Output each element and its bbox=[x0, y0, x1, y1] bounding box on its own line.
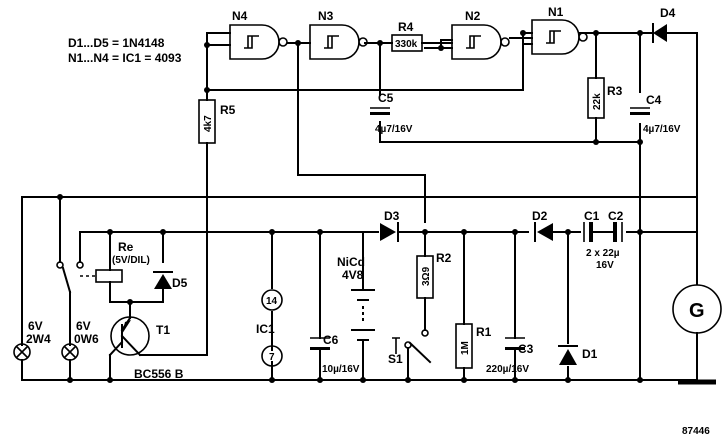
lamp2-power: 0W6 bbox=[74, 332, 99, 346]
capacitor-c4-name: C4 bbox=[646, 93, 662, 107]
diode-d2-label: D2 bbox=[532, 209, 548, 223]
lamp1-power: 2W4 bbox=[26, 332, 51, 346]
resistor-r1: R1 1M bbox=[455, 323, 492, 369]
lamp-left: 6V 2W4 bbox=[13, 319, 51, 361]
gate-n1: N1 bbox=[531, 5, 588, 55]
relay-spec: (5V/DIL) bbox=[112, 255, 150, 266]
diode-d4-label: D4 bbox=[660, 6, 676, 20]
resistor-r4-value: 330k bbox=[395, 39, 418, 50]
resistor-r1-name: R1 bbox=[476, 325, 492, 339]
diode-d5-label: D5 bbox=[172, 276, 188, 290]
ic1-power-pins: 14 7 IC1 bbox=[256, 289, 283, 367]
capacitor-c5: C5 4µ7/16V bbox=[370, 91, 413, 135]
diode-d5: D5 bbox=[153, 271, 188, 290]
resistor-r3-name: R3 bbox=[607, 84, 623, 98]
resistor-r3: R3 22k bbox=[587, 77, 623, 119]
diode-d3: D3 bbox=[380, 209, 400, 242]
resistor-r4: R4 330k bbox=[391, 20, 423, 52]
diode-d4: D4 bbox=[652, 6, 676, 43]
resistor-r2-name: R2 bbox=[436, 251, 452, 265]
battery-name: NiCd bbox=[337, 255, 365, 269]
capacitor-c3-value: 220µ/16V bbox=[486, 364, 529, 375]
gate-n1-label: N1 bbox=[548, 5, 564, 19]
resistor-r5-value: 4k7 bbox=[203, 115, 214, 132]
ic1-pin-gnd: 7 bbox=[269, 352, 275, 363]
resistor-r4-name: R4 bbox=[398, 20, 414, 34]
resistor-r3-value: 22k bbox=[592, 93, 603, 110]
capacitor-c5-value: 4µ7/16V bbox=[375, 124, 413, 135]
resistor-r5-name: R5 bbox=[220, 103, 236, 117]
diode-d1-label: D1 bbox=[582, 347, 598, 361]
diode-d3-label: D3 bbox=[384, 209, 400, 223]
resistor-r5: R5 4k7 bbox=[198, 99, 236, 144]
lamp2-voltage: 6V bbox=[76, 319, 91, 333]
transistor-name: T1 bbox=[156, 323, 170, 337]
battery-voltage: 4V8 bbox=[342, 268, 364, 282]
diode-type-note: D1...D5 = 1N4148 bbox=[68, 36, 165, 50]
capacitor-c1-name: C1 bbox=[584, 209, 600, 223]
resistor-r2: R2 3Ω9 bbox=[416, 251, 452, 299]
capacitor-c4-value: 4µ7/16V bbox=[643, 124, 681, 135]
gate-n4-label: N4 bbox=[232, 9, 248, 23]
battery-nicd: NiCd 4V8 bbox=[337, 255, 375, 341]
gate-n2: N2 bbox=[451, 9, 510, 60]
diode-d1: D1 bbox=[558, 345, 598, 365]
ic1-label: IC1 bbox=[256, 322, 275, 336]
gate-n4: N4 bbox=[229, 9, 288, 60]
generator-label: G bbox=[689, 300, 705, 322]
ic1-pin-vcc: 14 bbox=[266, 296, 278, 307]
gate-n2-label: N2 bbox=[465, 9, 481, 23]
switch-label: S1 bbox=[388, 352, 403, 366]
junction-dots bbox=[57, 30, 643, 383]
capacitor-c6: C6 10µ/16V bbox=[310, 333, 360, 375]
capacitor-c5-name: C5 bbox=[378, 91, 394, 105]
lamp1-voltage: 6V bbox=[28, 319, 43, 333]
capacitor-c12-voltage: 16V bbox=[596, 260, 614, 271]
relay-contact bbox=[56, 231, 84, 294]
gate-n3-label: N3 bbox=[318, 9, 334, 23]
diode-d2: D2 bbox=[532, 209, 553, 242]
figure-number: 87446 bbox=[682, 426, 710, 437]
capacitor-c6-value: 10µ/16V bbox=[322, 364, 360, 375]
resistor-r1-value: 1M bbox=[460, 341, 471, 355]
lamp-right: 6V 0W6 bbox=[61, 319, 99, 361]
capacitor-c3: C3 220µ/16V bbox=[486, 337, 534, 375]
capacitor-c4: C4 4µ7/16V bbox=[630, 93, 681, 135]
transistor-type: BC556 B bbox=[134, 367, 184, 381]
gate-type-note: N1...N4 = IC1 = 4093 bbox=[68, 51, 182, 65]
capacitor-c2: C2 bbox=[592, 209, 624, 242]
switch-s1: S1 bbox=[388, 329, 432, 366]
capacitor-c3-name: C3 bbox=[518, 342, 534, 356]
capacitor-c6-name: C6 bbox=[323, 333, 339, 347]
generator-g: G bbox=[672, 284, 722, 334]
gate-n3: N3 bbox=[309, 9, 368, 60]
resistor-r2-value: 3Ω9 bbox=[421, 266, 432, 286]
relay-name: Re bbox=[118, 240, 134, 254]
capacitor-c1: C1 bbox=[583, 209, 600, 242]
transistor-t1: T1 BC556 B bbox=[108, 316, 184, 381]
relay-re: Re (5V/DIL) bbox=[80, 240, 150, 283]
capacitor-c2-name: C2 bbox=[608, 209, 624, 223]
capacitor-c12-value: 2 x 22µ bbox=[586, 248, 620, 259]
